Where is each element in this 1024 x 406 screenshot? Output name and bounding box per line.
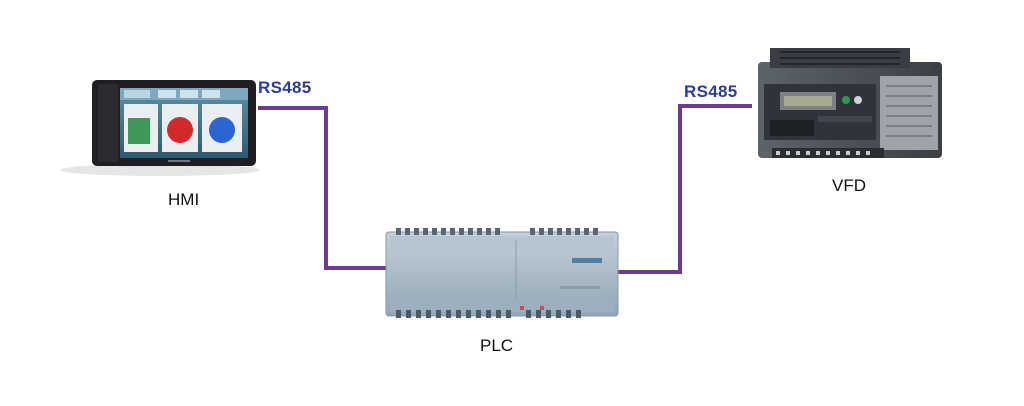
link-label-hmi-plc: RS485	[258, 78, 312, 97]
vfd-label: VFD	[832, 176, 866, 195]
link-label-plc-vfd: RS485	[684, 82, 738, 101]
vfd-device	[758, 48, 942, 158]
link-plc-vfd	[616, 104, 752, 274]
link-hmi-plc	[258, 106, 386, 270]
hmi-label: HMI	[168, 190, 200, 209]
plc-device	[385, 228, 619, 318]
plc-label: PLC	[480, 336, 514, 355]
hmi-device	[60, 80, 260, 176]
